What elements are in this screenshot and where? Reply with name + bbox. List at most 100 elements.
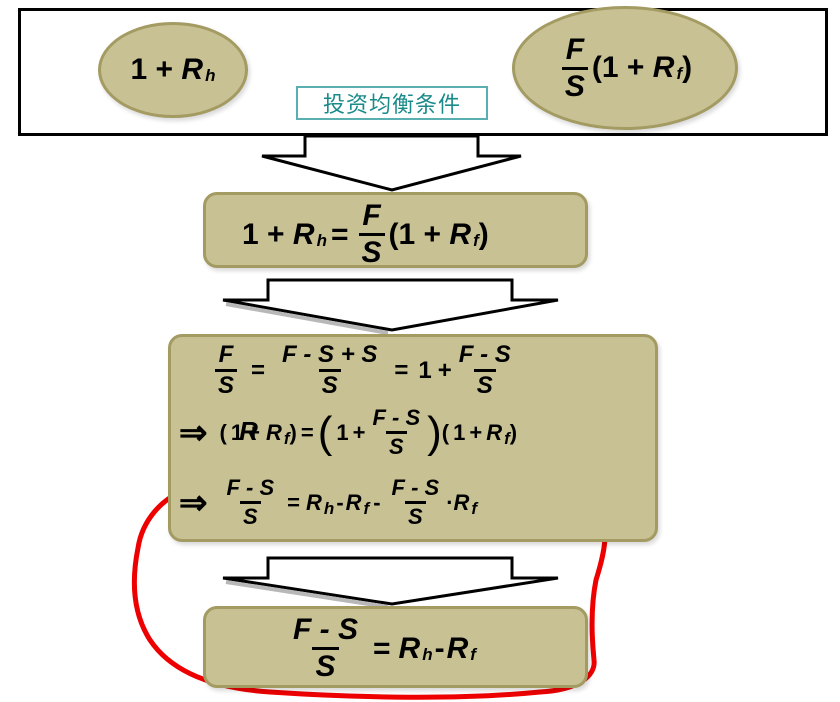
plus-sign: + (437, 356, 452, 384)
plus-sign: + (469, 419, 483, 445)
fraction-f-over-s: F S (215, 341, 238, 398)
plus-sign: + (247, 419, 260, 445)
fraction-expanded: F - S + S S (279, 343, 380, 398)
numerator: F - S (372, 405, 421, 430)
numerator: F - S (293, 613, 358, 646)
equals-sign: = (330, 217, 349, 251)
denominator: S (312, 647, 339, 682)
equals-sign: = (373, 631, 391, 665)
denominator: S (473, 369, 496, 398)
arrow-shadow (225, 302, 389, 335)
variable-r: R (306, 489, 322, 515)
subscript-f: f (504, 428, 510, 448)
variable-r: R (446, 631, 469, 665)
big-left-paren: ( (317, 407, 333, 457)
left-paren: ( (388, 217, 399, 251)
down-arrow-1 (222, 278, 559, 332)
numerator: F (362, 199, 381, 232)
variable-r: R (265, 419, 282, 445)
term-one: 1 (453, 419, 466, 445)
funnel-arrow (261, 134, 522, 192)
right-paren: ) (289, 419, 297, 445)
equals-sign: = (287, 489, 301, 515)
implies-arrow-icon: ⇒ (179, 413, 208, 452)
term-one: 1 (418, 356, 432, 384)
plus-sign: + (626, 51, 645, 84)
denominator: S (215, 369, 238, 398)
denominator: S (561, 66, 588, 102)
fraction-f-minus-s-over-s: F - S S (224, 477, 278, 528)
subscript-h: h (205, 66, 216, 85)
term-one: 1 (242, 217, 259, 251)
right-paren: ) (682, 51, 693, 84)
variable-r: R (292, 217, 315, 251)
equals-sign: = (251, 356, 266, 384)
denominator: S (239, 501, 261, 528)
variable-r: R (453, 489, 470, 515)
right-paren: ) (478, 217, 489, 251)
big-right-paren: ) (427, 407, 442, 457)
subscript-f: f (283, 428, 290, 448)
denominator: S (358, 233, 385, 268)
variable-r: R (345, 489, 362, 515)
derivation-line-1: F S = F - S + S S = 1 + F - S S (211, 343, 518, 398)
denominator: S (318, 369, 341, 398)
subscript-f: f (363, 498, 370, 518)
investment-equilibrium-label: 投资均衡条件 (296, 86, 488, 120)
subscript-f: f (471, 498, 478, 518)
denominator: S (385, 431, 407, 458)
term-one: 1 (336, 419, 349, 445)
equals-sign: = (300, 419, 314, 445)
variable-r: R (449, 217, 472, 251)
left-paren: ( (219, 419, 227, 445)
variable-r: R (181, 53, 204, 86)
numerator: F - S (226, 475, 275, 500)
minus-sign: - (336, 489, 344, 515)
plus-sign: + (423, 217, 442, 251)
right-paren: ) (509, 419, 518, 445)
left-paren: ( (591, 51, 602, 84)
derivation-box: F S = F - S + S S = 1 + F - S S ⇒ ( 1 + … (168, 334, 658, 542)
overstruck-term: + R (239, 416, 260, 446)
term-one: 1 (230, 419, 244, 445)
subscript-h: h (316, 230, 327, 250)
overstrike-r: R (239, 415, 258, 446)
subscript-f: f (470, 644, 476, 664)
fraction-f-minus-s-over-s: F - S S (290, 615, 361, 682)
numerator: F (218, 341, 234, 368)
variable-r: R (652, 51, 675, 84)
subscript-h: h (323, 498, 335, 518)
fraction-f-minus-s-over-s: F - S S (369, 407, 423, 458)
plus-sign: + (267, 217, 285, 251)
left-paren: ( (441, 419, 450, 445)
subscript-f: f (473, 230, 479, 250)
variable-r: R (398, 631, 421, 665)
fraction-f-minus-s-over-s: F - S S (389, 477, 443, 528)
equals-sign: = (394, 356, 409, 384)
fraction-f-over-s: F S (358, 199, 385, 268)
subscript-h: h (422, 644, 433, 664)
variable-r: R (486, 419, 503, 445)
numerator: F - S (458, 341, 511, 368)
plus-sign: + (352, 419, 366, 445)
multiplication-dot: · (446, 489, 454, 515)
fraction-f-over-s: F S (561, 32, 588, 102)
down-arrow-2 (222, 556, 559, 606)
term-one: 1 (601, 51, 619, 84)
minus-sign: - (434, 631, 445, 665)
minus-sign: - (373, 489, 381, 515)
term-one: 1 (130, 53, 148, 86)
arrow-shadow (225, 580, 389, 609)
numerator: F (565, 32, 585, 66)
subscript-f: f (676, 64, 683, 83)
